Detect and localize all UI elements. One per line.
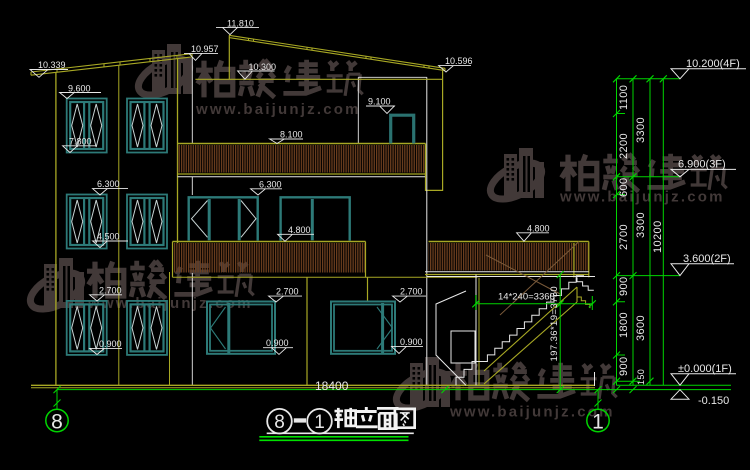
svg-text:www.baijunjz.com: www.baijunjz.com (195, 101, 361, 118)
svg-text:4.800: 4.800 (527, 223, 550, 233)
svg-text:197.36*19=3750: 197.36*19=3750 (549, 286, 560, 362)
svg-text:2700: 2700 (618, 224, 630, 250)
svg-text:1100: 1100 (618, 85, 630, 110)
svg-text:900: 900 (618, 276, 630, 296)
svg-text:1: 1 (314, 412, 325, 433)
svg-text:2200: 2200 (618, 133, 630, 159)
svg-text:9.600: 9.600 (68, 84, 91, 94)
svg-text:3300: 3300 (635, 212, 647, 238)
svg-text:www.baijunjz.com: www.baijunjz.com (449, 404, 615, 421)
svg-text:3300: 3300 (635, 117, 647, 143)
svg-text:2.700: 2.700 (99, 285, 122, 295)
svg-text:6.300: 6.300 (97, 179, 120, 189)
svg-text:3.600(2F): 3.600(2F) (683, 253, 731, 265)
svg-text:7.800: 7.800 (69, 137, 92, 147)
svg-text:9.100: 9.100 (368, 97, 391, 107)
svg-text:0.900: 0.900 (400, 337, 423, 347)
svg-text:600: 600 (618, 177, 630, 197)
svg-text:10.339: 10.339 (38, 60, 66, 70)
svg-text:-0.150: -0.150 (698, 395, 729, 407)
svg-text:4.800: 4.800 (288, 225, 311, 235)
svg-text:0.900: 0.900 (266, 338, 289, 348)
svg-text:150: 150 (636, 369, 646, 385)
svg-text:2.700: 2.700 (276, 287, 299, 297)
svg-text:10.957: 10.957 (191, 44, 219, 54)
svg-text:18400: 18400 (315, 379, 349, 393)
svg-text:10.200(4F): 10.200(4F) (686, 58, 740, 70)
svg-text:10200: 10200 (652, 220, 664, 253)
svg-text:8: 8 (274, 412, 285, 433)
svg-text:900: 900 (618, 356, 630, 376)
svg-text:10.596: 10.596 (445, 56, 473, 66)
svg-text:10.300: 10.300 (249, 62, 277, 72)
svg-text:1800: 1800 (618, 312, 630, 338)
svg-text:±0.000(1F): ±0.000(1F) (678, 363, 732, 375)
svg-text:6.300: 6.300 (259, 179, 282, 189)
svg-text:14*240=3360: 14*240=3360 (498, 292, 555, 303)
svg-text:1: 1 (592, 410, 604, 433)
svg-text:www.baijunjz.com: www.baijunjz.com (559, 189, 725, 206)
svg-text:3600: 3600 (635, 315, 647, 341)
svg-text:8.100: 8.100 (280, 130, 303, 140)
svg-text:11.810: 11.810 (227, 19, 254, 29)
svg-text:2.700: 2.700 (400, 287, 423, 297)
svg-text:6.900(3F): 6.900(3F) (678, 159, 726, 171)
svg-text:8: 8 (51, 410, 63, 433)
svg-text:4.500: 4.500 (97, 232, 120, 242)
svg-text:0.900: 0.900 (99, 339, 122, 349)
